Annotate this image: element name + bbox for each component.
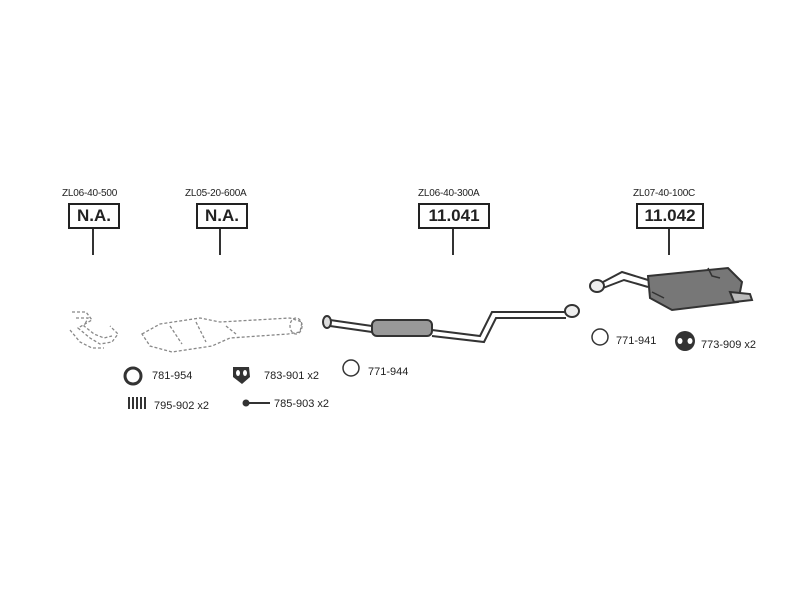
leader-line-rear-silencer <box>668 229 670 255</box>
assembly-ref-catalyst: ZL05-20-600A <box>185 188 247 199</box>
assembly-ref-front-pipe: ZL06-40-500 <box>62 188 118 199</box>
accessory-label-771-941: 771-941 <box>616 335 657 347</box>
seal-ring-icon <box>123 366 143 386</box>
gasket-ring-rear-icon <box>591 328 609 346</box>
catalyst-drawing <box>141 317 303 353</box>
accessory-label-773-909: 773-909 x2 <box>701 339 757 351</box>
accessory-label-781-954: 781-954 <box>152 370 193 382</box>
part-box-middle-silencer[interactable]: 11.041 <box>418 203 490 229</box>
rubber-mount-icon <box>675 331 695 351</box>
middle-silencer-drawing <box>322 304 580 344</box>
rubber-hanger-icon <box>233 367 250 384</box>
rear-silencer-drawing <box>589 266 754 312</box>
accessory-label-771-944: 771-944 <box>368 366 409 378</box>
part-box-rear-silencer[interactable]: 11.042 <box>636 203 704 229</box>
bolt-icon <box>242 399 270 407</box>
leader-line-front-pipe <box>92 229 94 255</box>
part-box-front-pipe[interactable]: N.A. <box>68 203 120 229</box>
gasket-ring-icon <box>342 359 360 377</box>
part-box-catalyst[interactable]: N.A. <box>196 203 248 229</box>
leader-line-catalyst <box>219 229 221 255</box>
leader-line-middle-silencer <box>452 229 454 255</box>
assembly-ref-middle-silencer: ZL06-40-300A <box>418 188 480 199</box>
front-pipe-drawing <box>69 311 119 349</box>
accessory-label-785-903: 785-903 x2 <box>274 398 330 410</box>
accessory-label-795-902: 795-902 x2 <box>154 400 210 412</box>
accessory-label-783-901: 783-901 x2 <box>264 370 320 382</box>
assembly-ref-rear-silencer: ZL07-40-100C <box>633 188 696 199</box>
spring-icon <box>128 397 146 409</box>
